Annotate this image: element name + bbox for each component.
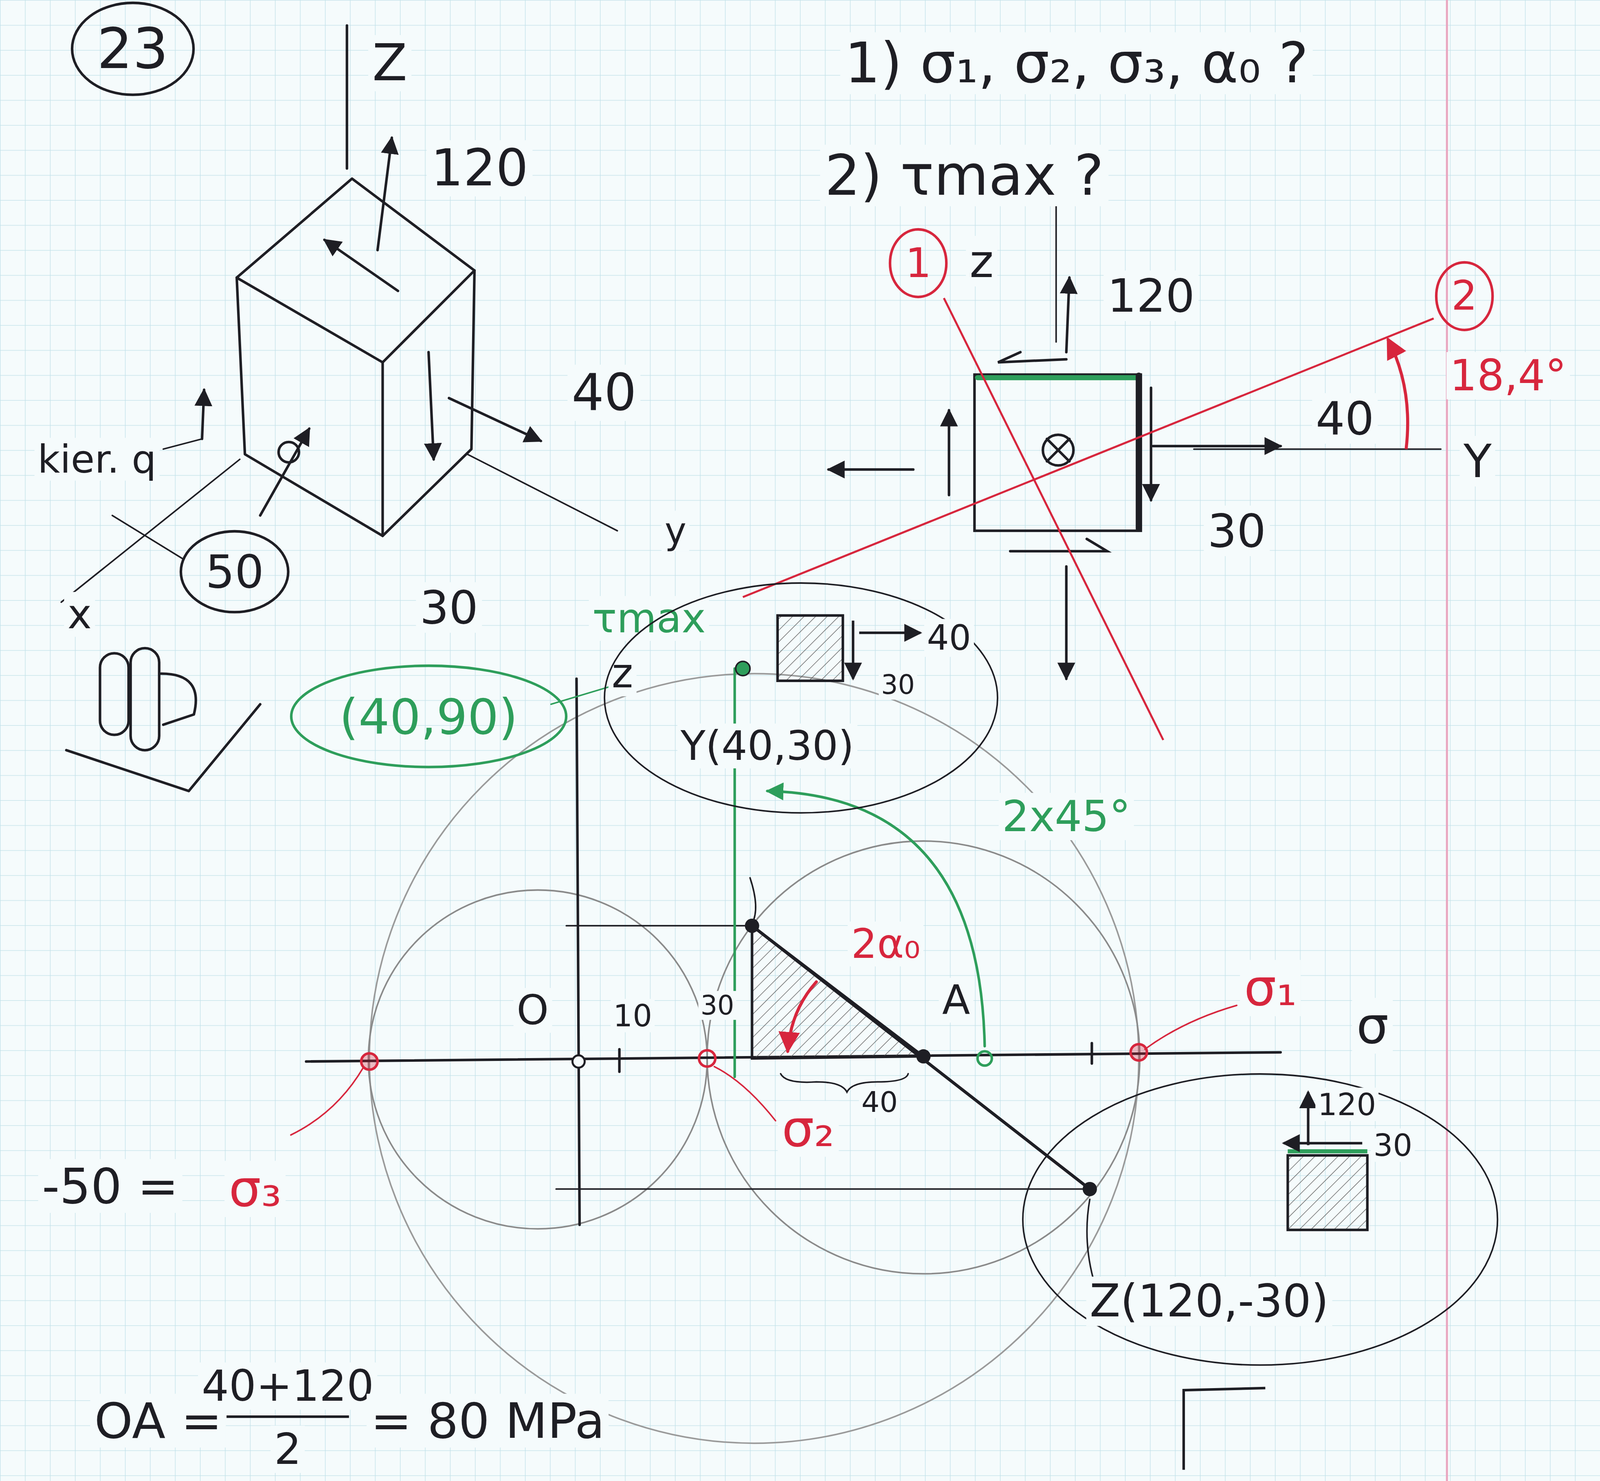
stress-value: 40	[1312, 393, 1378, 444]
axis-label: z	[608, 650, 637, 696]
direction-number: 2	[1433, 259, 1495, 333]
outline-ellipse-shape	[180, 531, 289, 612]
formula: 2	[270, 1425, 306, 1473]
node-text: Z(120,-30)	[1085, 1276, 1333, 1326]
node-text: 40	[924, 618, 974, 658]
formula: = 80 MPa	[366, 1393, 609, 1448]
node-text: 120	[1315, 1087, 1379, 1121]
outline-ellipse-shape	[291, 665, 567, 768]
angle-label: 2α₀	[847, 921, 924, 967]
stress-value: 120	[1103, 270, 1199, 321]
principal-stress: σ₂	[777, 1100, 839, 1157]
axis-label: σ	[1352, 997, 1393, 1054]
direction-number: 1	[887, 226, 949, 300]
dimension: 40	[859, 1086, 900, 1118]
outline-ellipse-shape	[1436, 262, 1493, 330]
formula-marks	[226, 1387, 1266, 1470]
question: 2) τmax ?	[820, 144, 1109, 207]
outline-ellipse-shape	[890, 229, 947, 297]
node-text: Y(40,30)	[677, 723, 858, 769]
dimension: 30	[698, 990, 737, 1020]
principal-stress: σ₁	[1239, 959, 1302, 1016]
outline-ellipse-shape	[72, 2, 194, 95]
stress-value-circle: 50	[178, 528, 291, 615]
scale-tick: 10	[610, 998, 655, 1033]
element-z: 120 30Z(120,-30)	[1020, 1071, 1500, 1368]
tau-max-point: (40,90)	[288, 663, 569, 770]
margin-line	[1446, 0, 1449, 1481]
stress-value: 30	[416, 582, 482, 633]
outline-ellipse-shape	[1022, 1073, 1498, 1365]
axis-label: Y	[1459, 435, 1496, 487]
node-text: 1	[902, 240, 935, 286]
element-y: 4030Y(40,30)	[602, 580, 1000, 816]
axis-label: x	[64, 591, 95, 637]
outline-ellipse-shape	[604, 582, 998, 813]
question: 1) σ₁, σ₂, σ₃, α₀ ?	[840, 32, 1314, 95]
stress-cube	[61, 25, 618, 792]
node-text: 23	[92, 17, 173, 80]
node-text: 30	[879, 670, 917, 700]
element-sketches	[777, 615, 1368, 1230]
angle-value: 18,4°	[1446, 351, 1571, 400]
node-text: (40,90)	[335, 689, 522, 743]
stress-value: 30	[1203, 505, 1270, 557]
stress-value: 40	[567, 364, 641, 422]
stress-value: 120	[426, 140, 533, 197]
node-text: 50	[201, 546, 268, 597]
formula: 40+120	[198, 1362, 378, 1410]
principal-stress: σ₃	[224, 1160, 286, 1218]
origin-label: O	[513, 987, 552, 1033]
point-label: A	[938, 977, 974, 1023]
principal-directions	[742, 298, 1434, 741]
axis-label: z	[965, 235, 998, 287]
problem-number: 23	[69, 0, 196, 98]
direction-note: kier. q	[34, 437, 160, 481]
node-text: 30	[1371, 1127, 1416, 1162]
value: -50 =	[37, 1158, 183, 1213]
axis-label: Z	[368, 35, 412, 92]
node-text: 2	[1448, 273, 1481, 319]
angle-label: 2x45°	[998, 792, 1135, 840]
outline-ellipse	[602, 580, 1000, 816]
axis-label: y	[661, 510, 690, 551]
